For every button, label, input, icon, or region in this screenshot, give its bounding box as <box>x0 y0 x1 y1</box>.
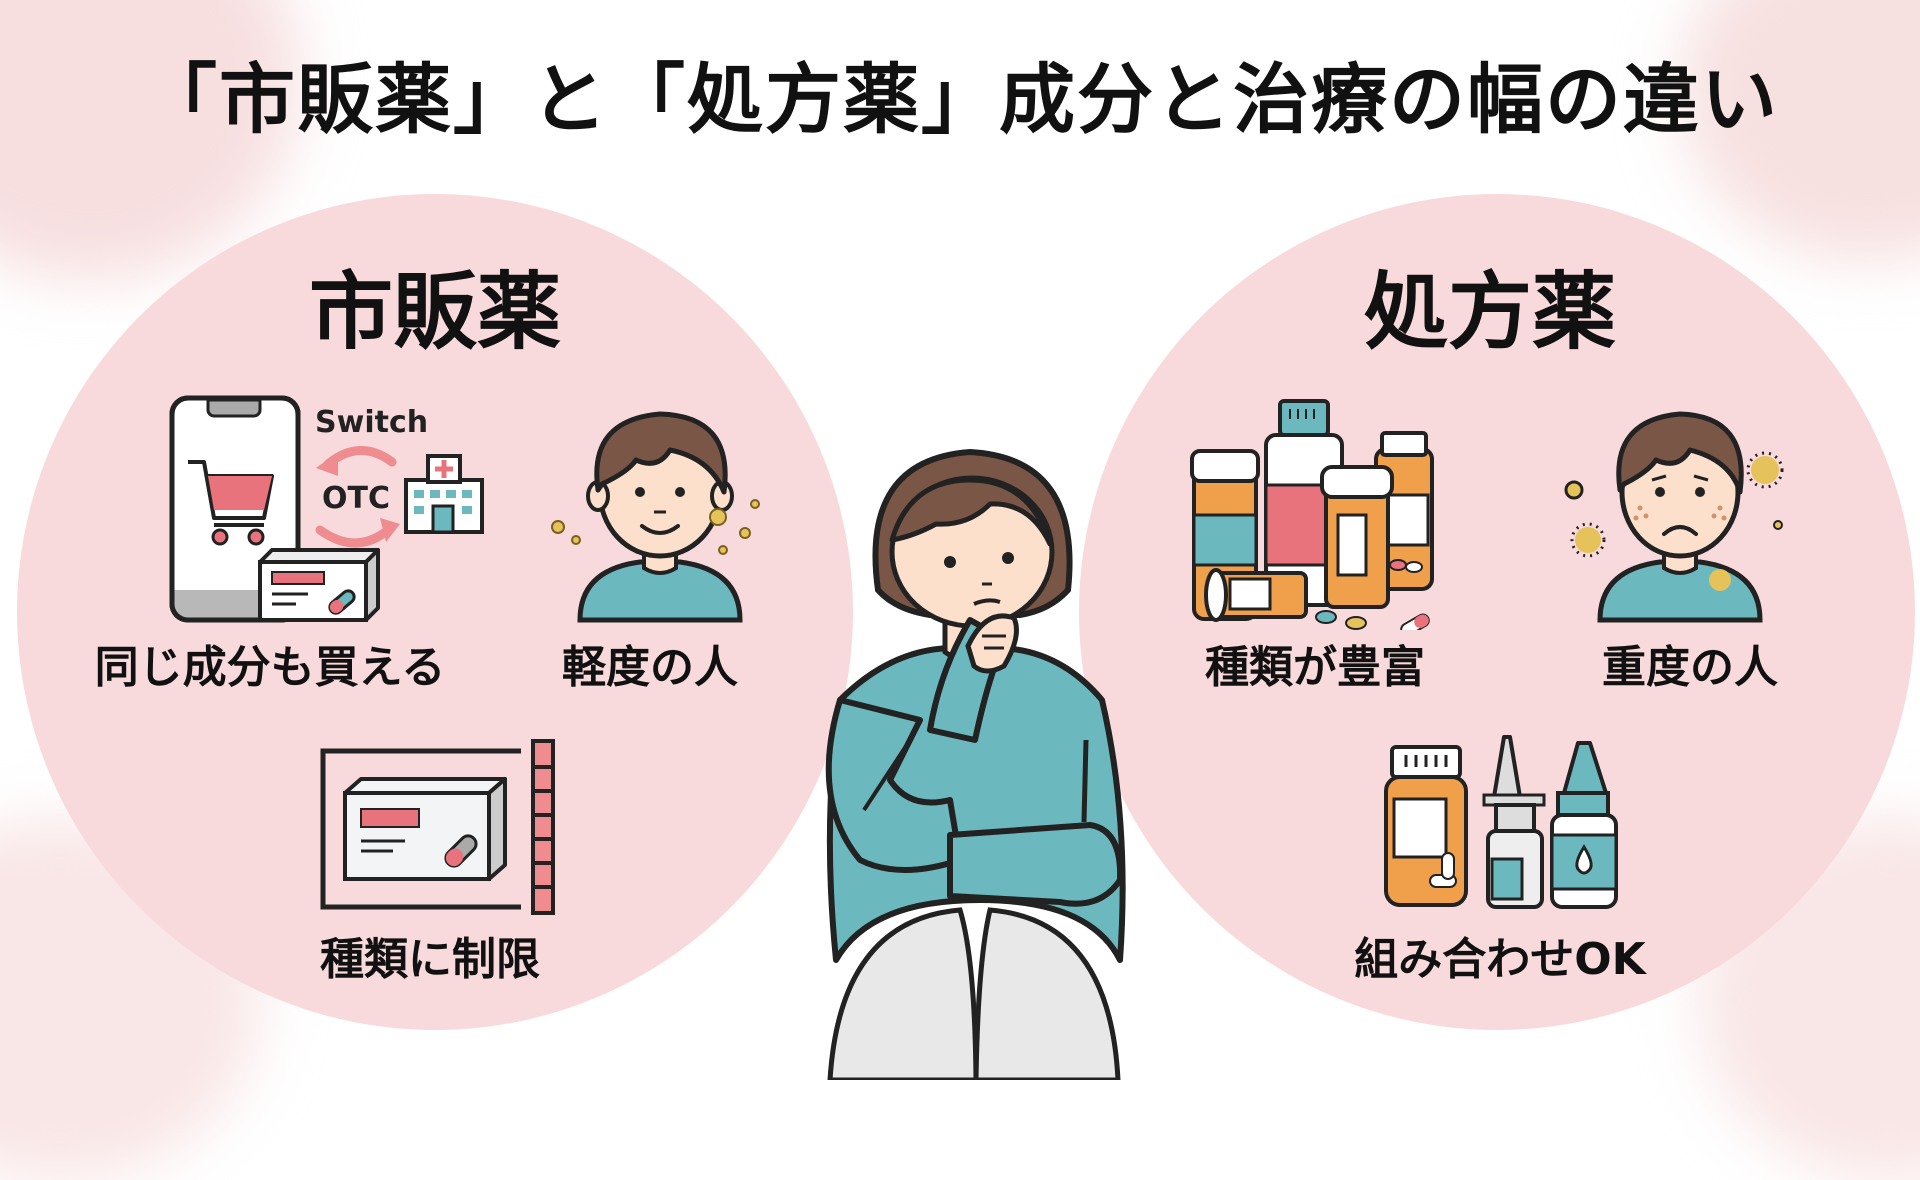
rx-label-severe: 重度の人 <box>1602 642 1778 693</box>
limited-medicine-box-icon <box>320 739 555 915</box>
thinking-woman-icon <box>825 448 1126 1080</box>
switch-text: Switch <box>315 405 428 440</box>
otc-label-mild: 軽度の人 <box>562 642 738 693</box>
many-medicine-bottles-icon <box>1190 399 1434 630</box>
phone-cart-otc-switch-icon: Switch OTC <box>169 395 484 623</box>
mild-person-icon <box>551 411 760 623</box>
severe-person-icon <box>1564 411 1784 623</box>
otc-label-limited: 種類に制限 <box>320 934 540 985</box>
prescription-heading: 処方薬 <box>1363 263 1616 361</box>
page-title: 「市販薬」と「処方薬」成分と治療の幅の違い <box>141 55 1779 144</box>
rx-label-combination: 組み合わせOK <box>1354 934 1646 985</box>
otc-text: OTC <box>322 481 390 516</box>
rx-label-variety: 種類が豊富 <box>1205 642 1425 693</box>
otc-label-same-ingredients: 同じ成分も買える <box>94 642 446 693</box>
combination-bottles-icon <box>1384 735 1618 909</box>
otc-heading: 市販薬 <box>308 263 561 361</box>
